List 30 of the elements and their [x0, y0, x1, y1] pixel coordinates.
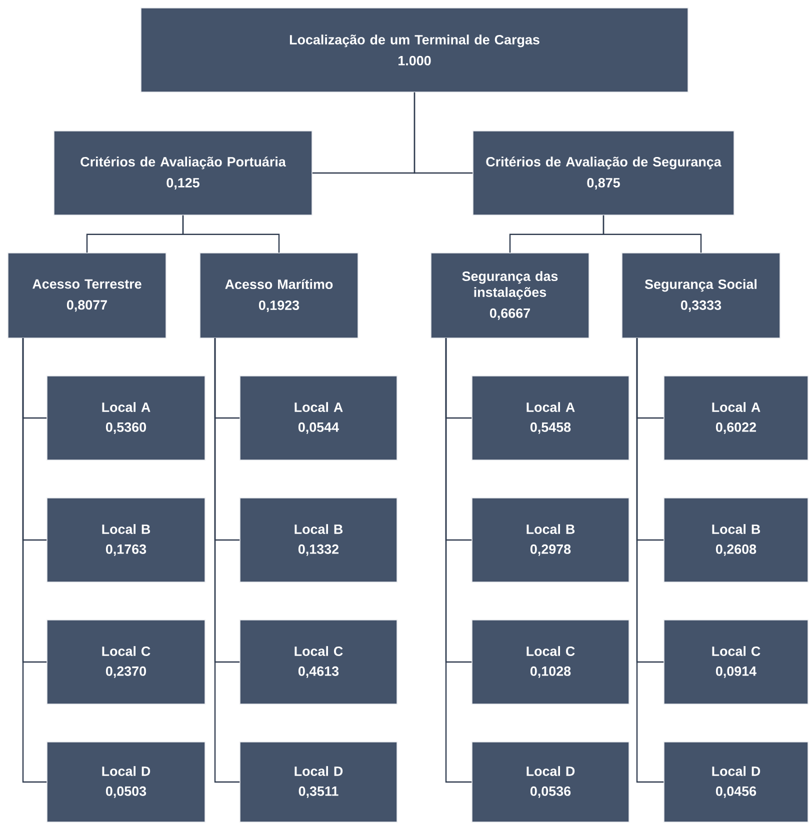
- alternative-box: Local B 0,2978: [472, 498, 630, 582]
- alternative-box: Local C 0,0914: [664, 620, 808, 704]
- alternative-box: Local B 0,2608: [664, 498, 808, 582]
- alternative-box: Local C 0,4613: [240, 620, 398, 704]
- alternative-box: Local B 0,1763: [46, 498, 206, 582]
- alternative-box: Local A 0,5360: [46, 376, 206, 460]
- subcriteria-box: Acesso Marítimo 0,1923: [200, 252, 358, 338]
- connector-line: [445, 338, 472, 783]
- connector-line: [602, 215, 702, 253]
- alternative-box: Local D 0,3511: [240, 742, 398, 822]
- connector-line: [182, 215, 280, 253]
- criteria-box: Critérios de Avaliação de Segurança 0,875: [472, 130, 734, 216]
- goal-box: Localização de um Terminal de Cargas 1.000: [140, 8, 688, 92]
- alternative-box: Local B 0,1332: [240, 498, 398, 582]
- alternative-box: Local C 0,1028: [472, 620, 630, 704]
- subcriteria-box: Segurança Social 0,3333: [622, 252, 780, 338]
- connector-line: [214, 338, 240, 783]
- subcriteria-box: Acesso Terrestre 0,8077: [8, 252, 166, 338]
- alternative-box: Local D 0,0536: [472, 742, 630, 822]
- alternative-box: Local D 0,0503: [46, 742, 206, 822]
- alternative-box: Local A 0,5458: [472, 376, 630, 460]
- alternative-box: Local C 0,2370: [46, 620, 206, 704]
- subcriteria-box: Segurança das instalações 0,6667: [430, 252, 590, 338]
- connector-line: [636, 338, 664, 783]
- alternative-box: Local D 0,0456: [664, 742, 808, 822]
- criteria-box: Critérios de Avaliação Portuária 0,125: [54, 130, 312, 216]
- alternative-box: Local A 0,6022: [664, 376, 808, 460]
- connector-line: [22, 338, 47, 783]
- alternative-box: Local A 0,0544: [240, 376, 398, 460]
- connector-line: [414, 92, 473, 174]
